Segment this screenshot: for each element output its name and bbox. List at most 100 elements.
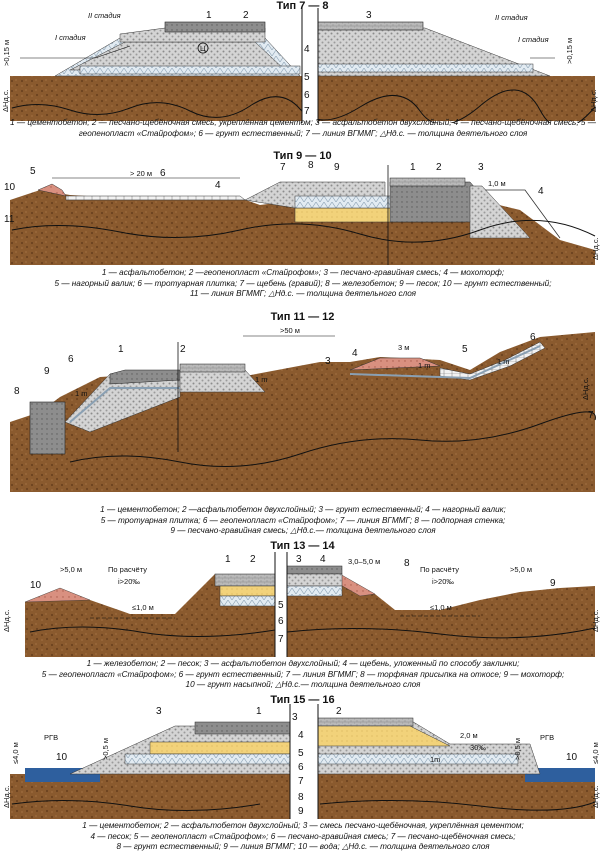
stage-2-right: II стадия bbox=[495, 13, 528, 22]
caption-type-11-12: 1 — цементобетон; 2 —асфальтобетон двухс… bbox=[100, 505, 506, 535]
label-8: 8 bbox=[14, 386, 20, 397]
label-8: 8 bbox=[308, 160, 314, 171]
label-3b: 3 bbox=[292, 712, 298, 723]
calc-right: По расчёту bbox=[420, 565, 459, 574]
dim-1m-b: 1 m bbox=[255, 375, 268, 384]
dim-05m-right: >0,5 м bbox=[513, 738, 522, 760]
paving-tile bbox=[65, 195, 246, 201]
dim-50m: >50 м bbox=[280, 326, 300, 335]
dim-3-5m: 3,0–5,0 м bbox=[348, 557, 380, 566]
label-5: 5 bbox=[30, 166, 36, 177]
stage-2-left: II стадия bbox=[88, 11, 121, 20]
vgmmg-line bbox=[11, 799, 596, 812]
label-4: 4 bbox=[304, 44, 310, 55]
section-title-type-9-10: Тип 9 — 10 bbox=[273, 150, 332, 162]
dh: ΔНд.с. bbox=[581, 377, 590, 400]
dim-20m: > 20 м bbox=[130, 169, 152, 178]
dh-left: ΔНд.с. bbox=[1, 89, 10, 112]
dim-4m-left: ≤4,0 м bbox=[11, 742, 20, 764]
label-4: 4 bbox=[215, 180, 221, 191]
label-6: 6 bbox=[160, 168, 166, 179]
label-10-left: 10 bbox=[56, 752, 68, 763]
label-3: 3 bbox=[478, 162, 484, 173]
dim-right: >0,15 м bbox=[565, 38, 574, 64]
upland-bank bbox=[37, 183, 67, 197]
dim-1m-c: 1 m bbox=[418, 361, 431, 370]
retaining-wall bbox=[29, 401, 66, 455]
dim-05m-left: >0,5 м bbox=[101, 738, 110, 760]
caption-type-9-10: 1 — асфальтобетон; 2 —геопенопласт «Стай… bbox=[54, 268, 552, 298]
label-9: 9 bbox=[298, 806, 304, 817]
dim-1m-d: 1 m bbox=[497, 357, 510, 366]
section-title-type-11-12: Тип 11 — 12 bbox=[270, 311, 335, 323]
label-5: 5 bbox=[462, 344, 468, 355]
dh-right: ΔНд.с. bbox=[591, 609, 600, 632]
label-2: 2 bbox=[336, 706, 342, 717]
dim-5m-left: >5,0 м bbox=[60, 565, 82, 574]
label-7: 7 bbox=[304, 106, 310, 117]
dh-left: ΔНд.с. bbox=[2, 785, 11, 808]
label-10: 10 bbox=[30, 580, 42, 591]
calc-left: По расчёту bbox=[108, 565, 147, 574]
dim-2m: 2,0 м bbox=[460, 731, 478, 740]
dim-1m: 1m bbox=[430, 755, 440, 764]
stage-1-left: I стадия bbox=[55, 33, 86, 42]
label-10: 10 bbox=[4, 182, 16, 193]
rgv-left: РГВ bbox=[44, 733, 58, 742]
label-7: 7 bbox=[280, 162, 286, 173]
label-2: 2 bbox=[243, 10, 249, 21]
label-9: 9 bbox=[334, 162, 340, 173]
diagram-type-11-12: >50 м 3 м 1 m 1 m 1 m 1 m 1 2 3 4 5 6 6 … bbox=[10, 326, 596, 492]
label-2: 2 bbox=[436, 162, 442, 173]
upland-bank bbox=[349, 357, 441, 371]
label-4b: 4 bbox=[538, 186, 544, 197]
section-title-type-15-16: Тип 15 — 16 bbox=[270, 694, 335, 706]
slope-right: i>20‰ bbox=[432, 577, 454, 586]
label-7: 7 bbox=[588, 410, 594, 421]
label-4: 4 bbox=[320, 554, 326, 565]
label-6: 6 bbox=[68, 354, 74, 365]
label-3: 3 bbox=[296, 554, 302, 565]
label-2: 2 bbox=[250, 554, 256, 565]
dh-left: ΔНд.с. bbox=[2, 609, 11, 632]
label-9: 9 bbox=[44, 366, 50, 377]
label-9: 9 bbox=[550, 578, 556, 589]
dim-left: >0,15 м bbox=[2, 40, 11, 66]
label-1: 1 bbox=[256, 706, 262, 717]
dh-right: ΔНд.с. bbox=[589, 89, 598, 112]
label-2: 2 bbox=[180, 344, 186, 355]
dim-3m: 3 м bbox=[398, 343, 409, 352]
label-3: 3 bbox=[156, 706, 162, 717]
asphalt-right bbox=[317, 21, 424, 31]
label-3: 3 bbox=[366, 10, 372, 21]
label-6: 6 bbox=[278, 616, 284, 627]
cement-concrete-left bbox=[164, 21, 266, 33]
caption-type-15-16: 1 — цементобетон; 2 — асфальтобетон двух… bbox=[82, 821, 524, 851]
label-1: 1 bbox=[410, 162, 416, 173]
water-right bbox=[525, 768, 595, 782]
label-5: 5 bbox=[304, 72, 310, 83]
label-1: 1 bbox=[118, 344, 124, 355]
diagram-type-13-14: >5,0 м По расчёту i>20‰ ≤1,0 м 3,0–5,0 м… bbox=[2, 552, 600, 657]
diagram-type-7-8: Ц 1 2 3 4 5 6 7 II стадия I стадия II ст… bbox=[1, 8, 598, 123]
caption-type-13-14: 1 — железобетон; 2 — песок; 3 — асфальто… bbox=[41, 659, 565, 689]
label-10-right: 10 bbox=[566, 752, 578, 763]
label-5: 5 bbox=[278, 600, 284, 611]
vgmmg-line bbox=[11, 219, 596, 243]
marker-c: Ц bbox=[200, 44, 206, 53]
vgmmg-line bbox=[69, 411, 596, 467]
vgmmg-line bbox=[29, 626, 596, 639]
depth-left: ≤1,0 м bbox=[132, 603, 154, 612]
label-6b: 6 bbox=[530, 332, 536, 343]
dim-1m-a: 1 m bbox=[75, 389, 88, 398]
slope-30: 30‰ bbox=[470, 743, 486, 752]
label-8: 8 bbox=[404, 558, 410, 569]
rgv-right: РГВ bbox=[540, 733, 554, 742]
diagram-type-9-10: > 20 м 1,0 м 5 10 11 6 4 7 8 9 1 2 3 4 Δ… bbox=[4, 160, 600, 265]
label-7: 7 bbox=[298, 776, 304, 787]
label-4: 4 bbox=[352, 348, 358, 359]
section-title-type-13-14: Тип 13 — 14 bbox=[270, 540, 335, 552]
slope-left: i>20‰ bbox=[118, 577, 140, 586]
dim-5m-right: >5,0 м bbox=[510, 565, 532, 574]
label-5: 5 bbox=[298, 748, 304, 759]
